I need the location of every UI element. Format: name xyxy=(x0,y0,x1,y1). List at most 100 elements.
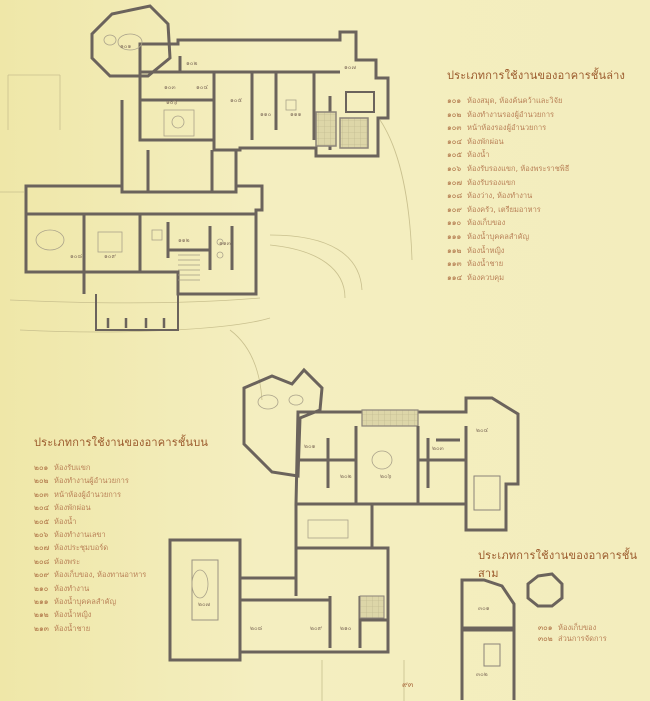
room-tag-u206: ๒๐๖ xyxy=(380,473,392,480)
legend-item: ๑๐๙ ห้องครัว, เตรียมอาหาร xyxy=(447,203,625,217)
room-label: ห้องพักผ่อน xyxy=(467,136,504,146)
legend-item: ๑๐๖ห้องรับรองแขก, ห้องพระราชพิธี xyxy=(447,162,625,176)
room-number: ๑๐๓ xyxy=(447,123,462,133)
room-number: ๑๑๔ xyxy=(447,272,463,282)
legend-item: ๑๐๗ ห้องรับรองแขก xyxy=(447,176,625,190)
room-tag-g101: ๑๐๑ xyxy=(120,43,131,50)
upper-floor-legend: ประเภทการใช้งานของอาคารชั้นบน ๒๐๑ห้องรับ… xyxy=(34,433,208,635)
legend-item: ๒๐๖ ห้องทำงานเลขา xyxy=(34,528,208,541)
room-label: ห้องทำงานเลขา xyxy=(54,530,106,540)
room-number: ๑๑๐ xyxy=(447,218,462,228)
legend-item: ๒๐๕ห้องน้ำ xyxy=(34,515,208,528)
room-tag-g103: ๑๐๓ xyxy=(164,84,176,91)
legend-item: ๑๐๔ ห้องพักผ่อน xyxy=(447,135,625,149)
room-label: ห้องทำงานผู้อำนวยการ xyxy=(54,476,129,486)
room-tag-u209: ๒๐๙ xyxy=(310,625,323,632)
room-number: ๑๑๓ xyxy=(447,259,462,269)
ground-floor-legend-title: ประเภทการใช้งานของอาคารชั้นล่าง xyxy=(447,69,626,82)
room-number: ๑๐๗ xyxy=(447,177,462,187)
room-tag-t301: ๓๐๑ xyxy=(478,605,490,612)
legend-item: ๑๐๕ห้องน้ำ xyxy=(447,148,625,162)
room-number: ๒๑๐ xyxy=(34,583,49,593)
room-label: ห้องน้ำบุคคลสำคัญ xyxy=(467,231,530,241)
room-label: ห้องน้ำชาย xyxy=(467,259,504,269)
upper-floor-legend-title: ประเภทการใช้งานของอาคารชั้นบน xyxy=(34,436,209,449)
room-number: ๒๐๗ xyxy=(34,543,50,553)
room-tag-g105: ๑๐๕ xyxy=(230,97,242,104)
legend-item: ๑๐๓หน้าห้องรองผู้อำนวยการ xyxy=(447,121,625,135)
legend-item: ๒๑๒ห้องน้ำหญิง xyxy=(34,608,208,621)
room-number: ๒๑๑ xyxy=(34,597,49,607)
room-number: ๑๐๘ xyxy=(447,191,463,201)
legend-item: ๒๐๙ห้องเก็บของ, ห้องทานอาหาร xyxy=(34,568,208,581)
room-number: ๑๐๒ xyxy=(447,109,462,119)
room-tag-u210: ๒๑๐ xyxy=(340,625,352,632)
room-number: ๒๐๘ xyxy=(34,556,50,566)
room-label: ห้องครัว, เตรียมอาหาร xyxy=(467,204,541,214)
legend-item: ๓๐๑ ห้องเก็บของ xyxy=(538,622,650,633)
room-label: ส่วนการจัดการ xyxy=(558,634,607,643)
room-number: ๒๑๓ xyxy=(34,623,49,633)
room-number: ๒๐๙ xyxy=(34,570,50,580)
room-tag-g107: ๑๐๗ xyxy=(344,64,356,71)
room-tag-g106: ๑๐๖ xyxy=(166,99,177,106)
legend-item: ๒๐๗ ห้องประชุมบอร์ด xyxy=(34,541,208,554)
legend-item: ๑๑๑ห้องน้ำบุคคลสำคัญ xyxy=(447,230,625,244)
ground-floor-plan xyxy=(0,4,413,401)
upper-floor-room-list: ๒๐๑ห้องรับแขก๒๐๒ ห้องทำงานผู้อำนวยการ๒๐๓ห… xyxy=(34,461,208,635)
legend-item: ๒๐๓หน้าห้องผู้อำนวยการ xyxy=(34,488,208,501)
room-label: ห้องน้ำ xyxy=(467,150,490,160)
room-label: ห้องน้ำชาย xyxy=(54,623,91,633)
legend-item: ๑๑๒ ห้องน้ำหญิง xyxy=(447,244,625,258)
room-number: ๓๐๑ xyxy=(538,623,553,632)
room-number: ๒๐๒ xyxy=(34,476,49,486)
room-label: ห้องทำงานรองผู้อำนวยการ xyxy=(467,109,555,119)
legend-item: ๑๑๔ ห้องควบคุม xyxy=(447,271,625,285)
room-number: ๑๐๖ xyxy=(447,163,462,173)
legend-item: ๒๐๘ ห้องพระ xyxy=(34,555,208,568)
legend-item: ๑๐๒ ห้องทำงานรองผู้อำนวยการ xyxy=(447,108,625,122)
third-floor-plan xyxy=(460,572,564,700)
room-tags: ๑๐๑ ๑๐๒ ๑๐๓ ๑๐๔ ๑๐๕ ๑๐๖ ๑๐๗ ๑๐๘ ๑๐๙ ๑๑๐ … xyxy=(70,43,490,678)
ground-floor-legend: ประเภทการใช้งานของอาคารชั้นล่าง ๑๐๑ ห้องส… xyxy=(447,66,625,284)
room-tag-t302: ๓๐๒ xyxy=(476,671,488,678)
room-label: ห้องสมุด, ห้องค้นคว้าและวิจัย xyxy=(467,96,563,105)
legend-item: ๓๐๒ ส่วนการจัดการ xyxy=(538,633,650,644)
room-tag-u203: ๒๐๓ xyxy=(432,445,444,452)
upper-floor-plan xyxy=(168,367,520,701)
room-number: ๑๐๙ xyxy=(447,204,462,214)
legend-item: ๑๐๑ ห้องสมุด, ห้องค้นคว้าและวิจัย xyxy=(447,94,625,108)
room-tag-g108: ๑๐๘ xyxy=(70,253,82,260)
third-floor-legend-title: ประเภทการใช้งานของอาคารชั้นสาม xyxy=(478,549,638,580)
room-label: ห้องพระ xyxy=(54,556,81,566)
room-label: ห้องเก็บของ xyxy=(467,218,506,228)
room-number: ๑๐๔ xyxy=(447,136,463,146)
room-label: หน้าห้องผู้อำนวยการ xyxy=(54,489,122,499)
room-number: ๒๐๖ xyxy=(34,530,49,540)
room-tag-g111: ๑๑๑ xyxy=(290,111,302,118)
legend-item: ๒๐๔ ห้องพักผ่อน xyxy=(34,501,208,514)
room-label: ห้องพักผ่อน xyxy=(54,503,91,513)
room-number: ๑๐๑ xyxy=(447,96,462,105)
room-tag-g110: ๑๑๐ xyxy=(260,111,272,118)
room-tag-g109: ๑๐๙ xyxy=(104,253,116,260)
ground-floor-room-list: ๑๐๑ ห้องสมุด, ห้องค้นคว้าและวิจัย๑๐๒ ห้องท… xyxy=(447,94,625,284)
legend-item: ๒๐๑ห้องรับแขก xyxy=(34,461,208,474)
room-label: ห้องรับรองแขก xyxy=(467,177,516,187)
room-tag-u204: ๒๐๔ xyxy=(476,427,489,434)
page-number: ๙๓ xyxy=(402,680,414,689)
room-label: ห้องเก็บของ xyxy=(558,623,597,632)
room-number: ๑๑๒ xyxy=(447,245,462,255)
room-number: ๒๐๕ xyxy=(34,516,50,526)
room-tag-u201: ๒๐๑ xyxy=(304,443,316,450)
room-tag-u208: ๒๐๘ xyxy=(250,625,263,632)
room-label: ห้องน้ำหญิง xyxy=(467,245,505,255)
room-number: ๒๑๒ xyxy=(34,610,49,620)
room-number: ๓๐๒ xyxy=(538,634,553,643)
room-label: ห้องควบคุม xyxy=(467,272,505,282)
room-label: ห้องประชุมบอร์ด xyxy=(54,543,109,553)
room-label: ห้องน้ำบุคคลสำคัญ xyxy=(54,597,117,607)
room-number: ๒๐๔ xyxy=(34,503,50,513)
